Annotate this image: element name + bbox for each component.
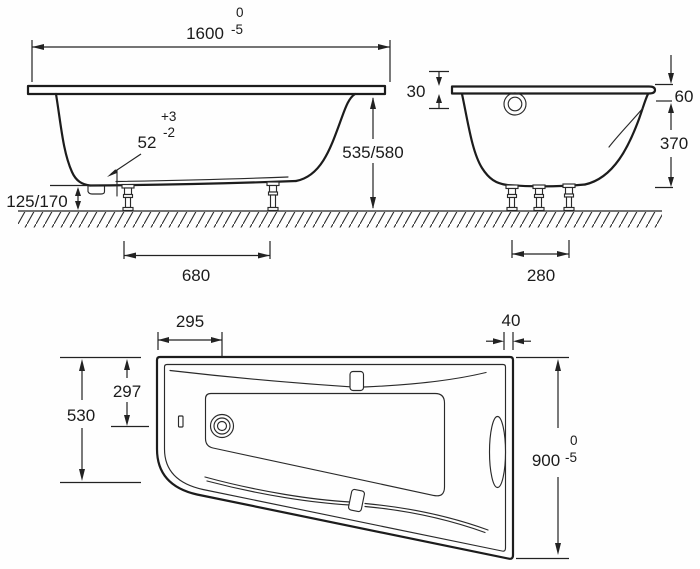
dim-base-125-170: 125/170: [6, 184, 99, 211]
plan-rim-curves: [169, 369, 489, 534]
dim-297-value: 297: [113, 382, 141, 401]
plan-overflow-mark: [177, 415, 184, 428]
floor-ground-line: [18, 210, 662, 228]
dim-530-value: 530: [67, 406, 95, 425]
grip-handle-bottom: [348, 488, 365, 513]
dim-length-value: 1600: [186, 24, 224, 43]
side-view-legs: [121, 181, 280, 212]
dim-length-1600: 1600 0 -5: [31, 5, 391, 82]
plan-inner-rim: [163, 363, 507, 552]
dim-leg-spacing-280: 280: [511, 240, 570, 285]
dim-narrow-width-530: 530: [60, 356, 141, 484]
dim-900-tol-top: 0: [570, 433, 578, 448]
dim-drain-tol-bottom: -2: [163, 125, 175, 140]
side-rim: [26, 84, 387, 96]
dim-60-value: 60: [675, 87, 694, 106]
dim-drain-offset-295: 295: [157, 312, 223, 357]
dim-40-value: 40: [502, 311, 521, 330]
dim-280-value: 280: [527, 266, 555, 285]
dim-height-value: 535/580: [342, 143, 403, 162]
dim-overall-width-900: 900 0 -5: [516, 356, 578, 560]
dim-rim-width-40: 40: [486, 311, 531, 350]
dim-rim-thickness-30: 30: [407, 70, 449, 110]
dim-drain-offset-297: 297: [111, 359, 149, 428]
dim-295-value: 295: [176, 312, 204, 331]
dim-900-value: 900: [532, 451, 560, 470]
side-view: [26, 84, 387, 212]
dim-leg-spacing-680: 680: [123, 241, 271, 285]
dim-drain-value: 52: [138, 133, 157, 152]
plan-drain: [209, 413, 235, 439]
dim-rim-drop-60: 60: [655, 55, 693, 106]
dim-body-depth-370: 370: [655, 103, 688, 189]
side-drain-fitting: [87, 184, 106, 195]
end-view-legs: [505, 183, 576, 212]
dim-length-tol-bottom: -5: [231, 22, 243, 37]
plan-basin: [204, 392, 446, 497]
end-view: [450, 85, 657, 212]
dim-length-tol-top: 0: [236, 5, 244, 20]
headrest: [488, 415, 507, 489]
plan-outer-outline: [155, 355, 515, 560]
dim-height-535-580: 535/580: [342, 97, 404, 209]
dim-900-tol-bottom: -5: [565, 450, 577, 465]
dim-680-value: 680: [182, 266, 210, 285]
end-inner-rim-curve: [608, 107, 644, 148]
overflow-hole-inner: [507, 96, 523, 112]
grip-handle-top: [349, 370, 365, 392]
plan-view: [155, 355, 515, 560]
overflow-hole: [503, 92, 527, 116]
dim-drain-tol-top: +3: [161, 109, 176, 124]
dim-370-value: 370: [660, 134, 688, 153]
dim-base-value: 125/170: [6, 192, 67, 211]
dim-drain-height-52: 52 +3 -2: [107, 109, 176, 177]
dim-30-value: 30: [407, 82, 426, 101]
end-rim: [450, 85, 657, 95]
